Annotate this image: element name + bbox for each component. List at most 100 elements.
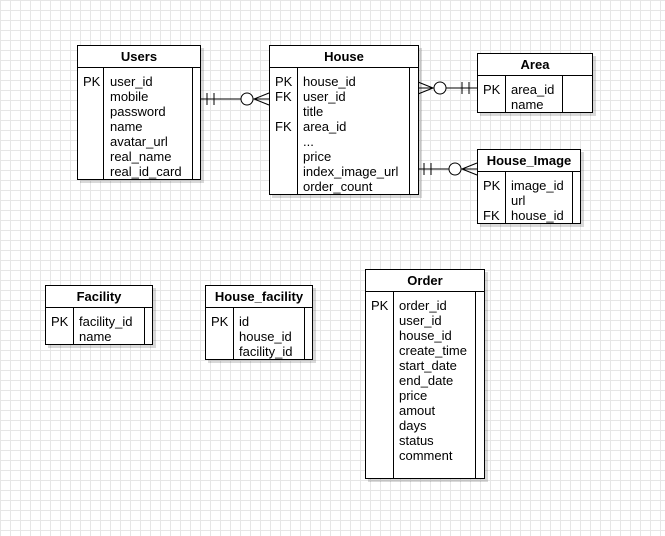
field-name: id	[239, 314, 250, 329]
right-column-divider	[304, 308, 305, 359]
entity-row: FK user_id	[270, 89, 418, 104]
field-name: real_name	[110, 149, 172, 164]
entity-title: Facility	[46, 286, 152, 308]
key-marker: FK	[275, 119, 292, 134]
entity-title: House_facility	[206, 286, 312, 308]
key-marker: PK	[83, 74, 101, 89]
field-name: mobile	[110, 89, 149, 104]
field-name: amout	[399, 403, 436, 418]
field-name: avatar_url	[110, 134, 168, 149]
entity-row: password	[78, 104, 200, 119]
field-name: facility_id	[239, 344, 293, 359]
entity-row: days	[366, 418, 484, 433]
entity-row: facility_id	[206, 344, 312, 359]
entity-row: price	[366, 388, 484, 403]
entity-row: house_id	[206, 329, 312, 344]
entity-row: PK area_id	[478, 82, 592, 97]
key-column-divider	[297, 68, 298, 194]
key-column-divider	[393, 292, 394, 478]
key-marker: PK	[371, 298, 389, 313]
field-name: end_date	[399, 373, 454, 388]
key-marker: PK	[275, 74, 293, 89]
field-name: user_id	[399, 313, 442, 328]
field-name: password	[110, 104, 166, 119]
entity-row: avatar_url	[78, 134, 200, 149]
entity-row: price	[270, 149, 418, 164]
key-marker: PK	[483, 178, 501, 193]
field-name: image_id	[511, 178, 564, 193]
entity-row: user_id	[366, 313, 484, 328]
field-name: status	[399, 433, 434, 448]
entity-row: ...	[270, 134, 418, 149]
entity-title: House	[270, 46, 418, 68]
field-name: index_image_url	[303, 164, 399, 179]
entity-row: mobile	[78, 89, 200, 104]
field-name: area_id	[303, 119, 347, 134]
entity-row: title	[270, 104, 418, 119]
entity-house-facility[interactable]: House_facility PK id house_id facility_id	[205, 285, 313, 360]
entity-title: House_Image	[478, 150, 580, 172]
right-column-divider	[192, 68, 193, 179]
field-name: create_time	[399, 343, 467, 358]
right-column-divider	[144, 308, 145, 344]
key-column-divider	[233, 308, 234, 359]
key-column-divider	[505, 76, 506, 112]
key-column-divider	[103, 68, 104, 179]
key-column-divider	[505, 172, 506, 223]
entity-title: Area	[478, 54, 592, 76]
entity-row: end_date	[366, 373, 484, 388]
entity-row: FK area_id	[270, 119, 418, 134]
relationship-house-house-image[interactable]	[418, 162, 478, 176]
entity-row: house_id	[366, 328, 484, 343]
right-column-divider	[475, 292, 476, 478]
field-name: house_id	[399, 328, 452, 343]
entity-row: order_count	[270, 179, 418, 194]
key-marker: FK	[483, 208, 500, 223]
entity-row: real_name	[78, 149, 200, 164]
entity-order[interactable]: Order PK order_id user_id house_id create…	[365, 269, 485, 479]
entity-row: PK id	[206, 314, 312, 329]
field-name: order_count	[303, 179, 373, 194]
field-name: facility_id	[79, 314, 133, 329]
key-column-divider	[73, 308, 74, 344]
field-name: real_id_card	[110, 164, 182, 179]
entity-row: start_date	[366, 358, 484, 373]
entity-row: name	[78, 119, 200, 134]
entity-row: real_id_card	[78, 164, 200, 179]
right-column-divider	[409, 68, 410, 194]
entity-row: index_image_url	[270, 164, 418, 179]
key-marker: PK	[483, 82, 501, 97]
right-column-divider	[562, 76, 563, 112]
entity-row: create_time	[366, 343, 484, 358]
entity-row: name	[46, 329, 152, 344]
field-name: name	[79, 329, 112, 344]
field-name: price	[399, 388, 428, 403]
key-marker: PK	[211, 314, 229, 329]
field-name: ...	[303, 134, 314, 149]
field-name: url	[511, 193, 526, 208]
key-marker: FK	[275, 89, 292, 104]
entity-row: url	[478, 193, 580, 208]
entity-title: Users	[78, 46, 200, 68]
relationship-house-area[interactable]	[417, 81, 477, 95]
entity-title: Order	[366, 270, 484, 292]
field-name: area_id	[511, 82, 555, 97]
field-name: name	[110, 119, 143, 134]
entity-row: PK order_id	[366, 298, 484, 313]
field-name: house_id	[239, 329, 292, 344]
field-name: order_id	[399, 298, 447, 313]
field-name: user_id	[303, 89, 346, 104]
field-name: price	[303, 149, 332, 164]
field-name: days	[399, 418, 427, 433]
relationship-users-house[interactable]	[201, 92, 270, 106]
